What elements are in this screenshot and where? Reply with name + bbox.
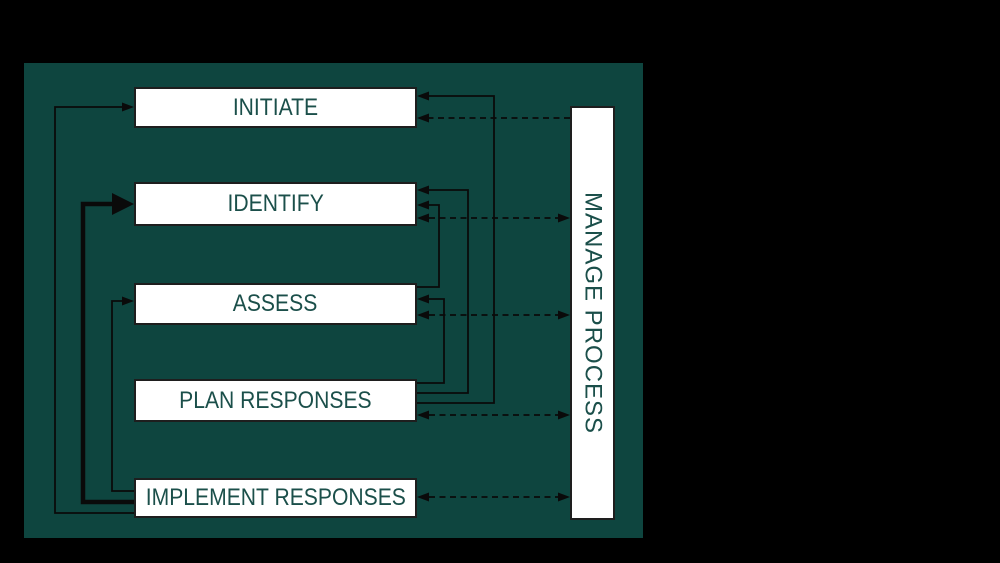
arrow-plan-to-initiate (417, 95, 495, 404)
box-identify: IDENTIFY (134, 182, 417, 226)
arrow-plan-to-identify (417, 189, 469, 394)
box-implement-responses-label: IMPLEMENT RESPONSES (145, 484, 406, 511)
arrowhead-into-assess-right (417, 294, 429, 304)
arrow-assess-to-identify (417, 204, 440, 288)
box-assess: ASSESS (134, 283, 417, 325)
arrowhead-into-identify-right-upper (417, 185, 429, 195)
arrow-implement-to-identify-bold (80, 201, 134, 505)
box-manage-process-label: MANAGE PROCESS (579, 191, 607, 435)
arrowhead-into-initiate-right (417, 91, 429, 101)
box-manage-process: MANAGE PROCESS (570, 106, 615, 520)
arrowhead-dashed-into-initiate (417, 113, 429, 123)
box-implement-responses: IMPLEMENT RESPONSES (134, 478, 417, 518)
arrow-implement-to-assess (111, 300, 134, 492)
arrowhead-dashed-into-identify (417, 213, 429, 223)
arrowhead-dashed-into-manage-from-implement (558, 492, 570, 502)
arrowhead-into-identify-right-lower (417, 200, 429, 210)
box-initiate: INITIATE (134, 87, 417, 128)
arrowhead-dashed-into-manage-from-identify (558, 213, 570, 223)
arrowhead-dashed-into-manage-from-assess (558, 310, 570, 320)
arrow-plan-to-assess (417, 298, 445, 384)
box-identify-label: IDENTIFY (227, 190, 324, 217)
arrowhead-into-assess-left (122, 296, 134, 306)
arrowhead-into-identify-left-bold (112, 193, 134, 215)
arrowhead-dashed-into-implement (417, 492, 429, 502)
box-plan-responses: PLAN RESPONSES (134, 379, 417, 422)
arrowhead-dashed-into-manage-from-plan (558, 410, 570, 420)
arrowhead-dashed-into-assess (417, 310, 429, 320)
arrowhead-dashed-into-plan (417, 410, 429, 420)
box-initiate-label: INITIATE (232, 93, 319, 121)
arrowhead-into-initiate-left (122, 102, 134, 112)
box-assess-label: ASSESS (233, 290, 318, 317)
box-plan-responses-label: PLAN RESPONSES (179, 386, 372, 414)
arrow-implement-to-initiate (54, 106, 134, 514)
